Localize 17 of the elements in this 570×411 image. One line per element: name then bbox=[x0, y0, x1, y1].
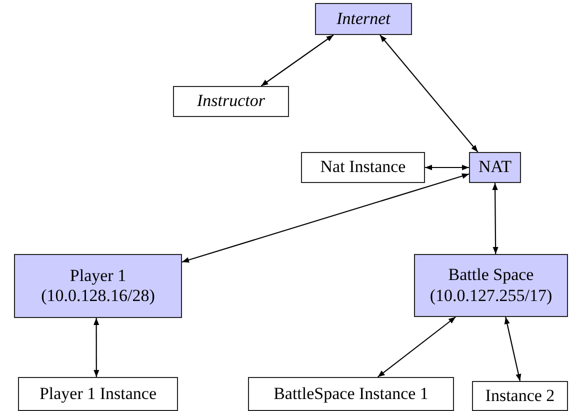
arrow bbox=[425, 164, 469, 170]
network-box: BattleSpace Instance 1 bbox=[248, 377, 454, 411]
network-box: Instructor bbox=[173, 86, 289, 117]
arrow bbox=[377, 316, 456, 378]
network-box: Player 1 Instance bbox=[18, 377, 178, 411]
arrow bbox=[182, 173, 470, 263]
arrow bbox=[504, 316, 522, 382]
network-box: Player 1 (10.0.128.16/28) bbox=[14, 254, 182, 318]
network-box: Battle Space (10.0.127.255/17) bbox=[414, 254, 568, 317]
arrow bbox=[94, 318, 100, 377]
arrow bbox=[492, 183, 498, 254]
network-box: Instance 2 bbox=[472, 381, 568, 411]
arrow bbox=[380, 34, 478, 152]
arrow bbox=[260, 34, 334, 86]
network-box: NAT bbox=[469, 152, 521, 183]
network-box: Nat Instance bbox=[301, 152, 425, 183]
network-box: Internet bbox=[315, 3, 412, 35]
